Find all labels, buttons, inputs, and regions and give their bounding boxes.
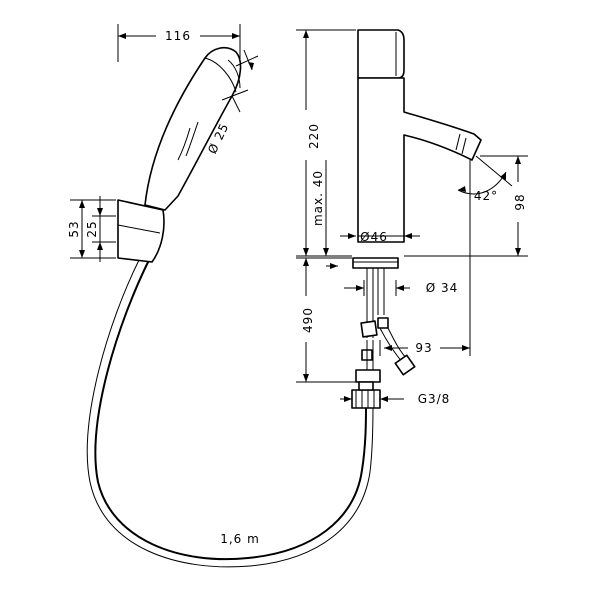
faucet-body: [357, 77, 482, 243]
dimension-labels: 116 Ø 25 53 25 220 max. 40 Ø46 42° 98 49…: [67, 29, 527, 546]
label-supply-length: 490: [301, 307, 315, 333]
hand-shower: [86, 46, 374, 568]
label-holder-height: 53: [67, 220, 81, 237]
shower-handle: [144, 46, 242, 211]
label-hand-shower-width: 116: [165, 29, 191, 43]
label-thread: G3/8: [418, 392, 451, 406]
dimension-lines: [70, 24, 528, 402]
shower-hose: [94, 257, 367, 561]
push-button: [357, 29, 405, 79]
label-spout-height: 98: [513, 193, 527, 210]
label-connector-diameter: Ø 34: [426, 281, 459, 295]
wall-holder: [117, 199, 165, 263]
label-holder-offset: 25: [85, 220, 99, 237]
supply-hoses: [351, 268, 416, 409]
label-faucet-height: 220: [307, 123, 321, 149]
faucet: [351, 29, 482, 409]
label-max-height: max. 40: [311, 170, 325, 226]
label-spout-angle: 42°: [474, 189, 498, 203]
label-spout-reach: 93: [415, 341, 432, 355]
label-hose-length: 1,6 m: [220, 532, 260, 546]
label-body-diameter: Ø46: [360, 230, 388, 244]
